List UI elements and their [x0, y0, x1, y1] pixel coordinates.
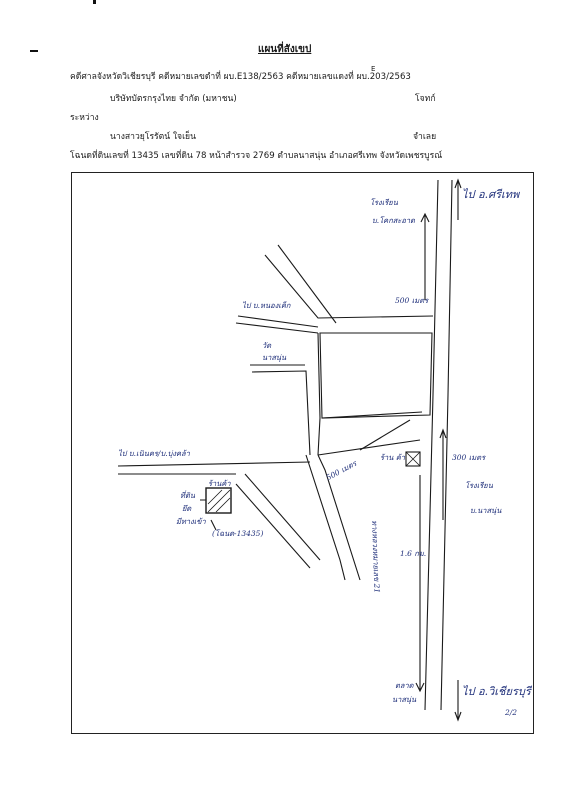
label-temple-sub: นาสนุ่น	[262, 353, 287, 362]
arrow-top	[420, 212, 430, 300]
shop-box	[405, 451, 421, 467]
document-title: แผนที่สังเขป	[258, 44, 312, 55]
map-frame	[71, 172, 534, 734]
road-vert-left	[317, 332, 321, 456]
road-diag-4	[244, 473, 321, 561]
label-school-top-sub: บ.โคกสะอาด	[372, 216, 415, 225]
connector	[321, 411, 423, 419]
label-school-top: โรงเรียน	[370, 198, 398, 207]
shop-cross	[405, 451, 421, 467]
block	[319, 332, 433, 419]
arrow-right-up	[439, 428, 447, 520]
plaintiff-name: บริษัทบัตรกรุงไทย จำกัด (มหาชน)	[110, 94, 237, 104]
land-plot-hatch	[207, 489, 231, 513]
label-market: ตลาด	[395, 681, 414, 690]
between-label: ระหว่าง	[70, 113, 99, 123]
arrow-down-long	[415, 475, 425, 693]
label-plot-c: ร้านค้า	[208, 479, 231, 488]
highway-line-left	[424, 179, 439, 711]
highway-line-right	[440, 179, 453, 711]
defendant-role: จำเลย	[413, 132, 437, 142]
plaintiff-role: โจทก์	[415, 94, 436, 104]
scan-speck	[30, 50, 38, 52]
case-annotation: E	[371, 65, 376, 73]
defendant-name: นางสาวยุโรรัตน์ ใจเย็น	[110, 132, 196, 142]
road-diag-1	[305, 454, 346, 581]
label-plot-b: ยึด	[182, 504, 192, 513]
label-bottom-destination: ไป อ.วิเชียรบุรี	[462, 685, 531, 698]
road-diag-3	[235, 483, 311, 569]
road-branch	[237, 315, 319, 328]
label-distance-right: 300 เมตร	[452, 453, 486, 462]
arrow-diag	[359, 419, 411, 451]
label-market-sub: นาสนุ่น	[392, 695, 417, 704]
label-road-left: ไป บ.เนินคร/บ.บุ่งคล้า	[118, 449, 190, 458]
label-distance-top: 500 เมตร	[395, 296, 429, 305]
label-top-destination: ไป อ.ศรีเทพ	[462, 188, 520, 201]
label-page-number: 2/2	[505, 708, 518, 717]
road-temple-lower	[251, 370, 311, 456]
road-branch-2	[235, 322, 319, 334]
connector-2	[317, 439, 421, 456]
road-upper-left	[264, 254, 434, 319]
label-distance-long: 1.6 กม.	[400, 549, 427, 558]
road-upper-left-2	[277, 244, 337, 324]
road-diag-2	[317, 454, 361, 581]
road-left	[117, 461, 311, 467]
deed-line: โฉนดที่ดินเลขที่ 13435 เลขที่ดิน 78 หน้า…	[70, 151, 443, 161]
label-road-top-left: ไป บ.หนองเค็ก	[242, 301, 291, 310]
scan-speck	[93, 0, 96, 4]
case-number-line: คดีศาลจังหวัดวิเชียรบุรี คดีหมายเลขดำที่…	[70, 72, 411, 82]
label-plot-a: ที่ดิน	[180, 491, 195, 500]
arrow-top-dest	[454, 178, 462, 220]
plot-arrow	[200, 499, 217, 531]
label-shop: ร้าน ค้า	[380, 453, 405, 462]
label-school-right: โรงเรียน	[465, 481, 493, 490]
label-highway: ทางหลวงหมายเลข 21	[370, 520, 382, 594]
label-deed-number: (โฉนด-13435)	[212, 529, 264, 538]
label-school-right-sub: บ.นาสนุ่น	[470, 506, 502, 515]
arrow-bottom-dest	[454, 680, 462, 722]
label-plot-d: มีทางเข้า	[176, 517, 206, 526]
label-temple: วัด	[262, 341, 272, 350]
